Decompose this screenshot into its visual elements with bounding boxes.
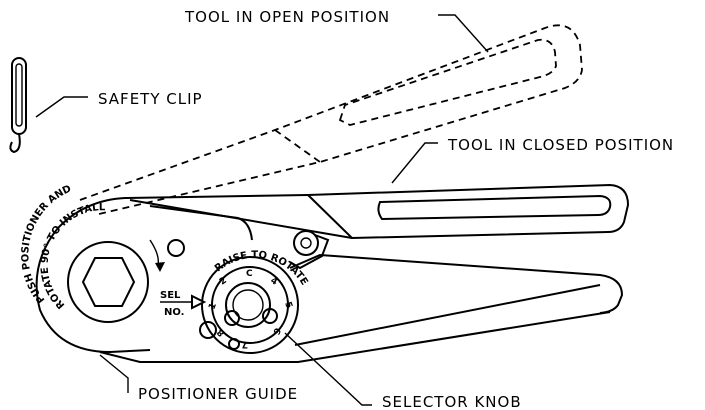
dial-4: 4 [269,276,279,288]
rotate-arrow-icon [149,239,160,266]
closed-handle [307,183,630,240]
rotate-arrowhead-icon [155,262,165,272]
label-positioner-guide: POSITIONER GUIDE [138,385,298,403]
label-closed-position: TOOL IN CLOSED POSITION [447,136,674,154]
positioner-guide: PUSH POSITIONER AND ROTATE 90° TO INSTAL… [20,183,165,323]
safety-clip [9,57,27,154]
label-safety-clip: SAFETY CLIP [98,90,203,108]
tool-body [35,194,624,363]
dial-2: 2 [218,276,229,288]
dial-5: 5 [282,301,294,310]
label-selector-knob: SELECTOR KNOB [382,393,522,410]
sel-text: SEL [160,290,181,301]
dial-7: 7 [242,339,248,349]
open-handle-outline [79,24,583,216]
leader-lines [35,14,489,406]
dial-8: 8 [216,326,228,338]
dial-6: 6 [270,326,282,336]
dial-c: C [246,269,253,279]
no-text: NO. [164,307,184,318]
rotate-text: ROTATE 90° TO INSTALL [40,202,106,310]
selector-knob-group: RAISE TO ROTATE 1 2 C 4 5 6 7 8 SEL NO. [160,250,310,354]
dial-1: 1 [207,302,219,311]
selector-pointer-icon [191,294,207,310]
label-open-position: TOOL IN OPEN POSITION [184,8,390,26]
